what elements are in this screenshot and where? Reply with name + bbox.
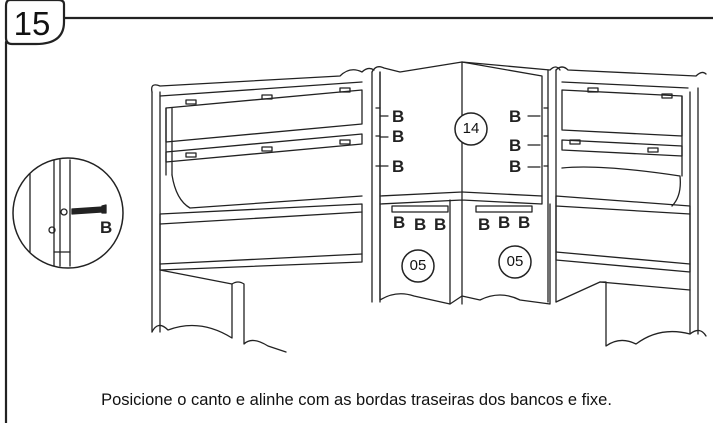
fastener-label: B: [498, 213, 511, 232]
callout-circle-14: [454, 112, 488, 146]
corner-part-drawing: [371, 61, 561, 305]
fastener-label: B: [478, 215, 491, 234]
detail-magnifier: [12, 157, 124, 269]
part-number-14: 14: [462, 120, 480, 137]
callout-circle-05-left: [401, 249, 435, 283]
fastener-label: B: [518, 213, 531, 232]
fastener-label: B: [434, 215, 447, 234]
step-badge: [4, 0, 66, 46]
screw-arrows: [379, 115, 541, 168]
fastener-label: B: [509, 136, 522, 155]
fastener-label: B: [392, 157, 405, 176]
right-bench-drawing: [555, 66, 707, 347]
callout-circle-05-right: [498, 245, 532, 279]
fastener-label: B: [509, 157, 522, 176]
fastener-label: B: [393, 213, 406, 232]
step-number: 15: [13, 5, 51, 42]
fastener-label: B: [392, 127, 405, 146]
part-number-05-right: 05: [506, 253, 524, 270]
instruction-text: Posicione o canto e alinhe com as bordas…: [101, 391, 612, 409]
left-bench-drawing: [151, 67, 375, 353]
fastener-label: B: [414, 215, 427, 234]
detail-fastener-label: B: [100, 218, 113, 237]
fastener-label: B: [392, 107, 405, 126]
fastener-label: B: [509, 107, 522, 126]
step-frame: [4, 16, 713, 423]
part-number-05-left: 05: [409, 257, 427, 274]
